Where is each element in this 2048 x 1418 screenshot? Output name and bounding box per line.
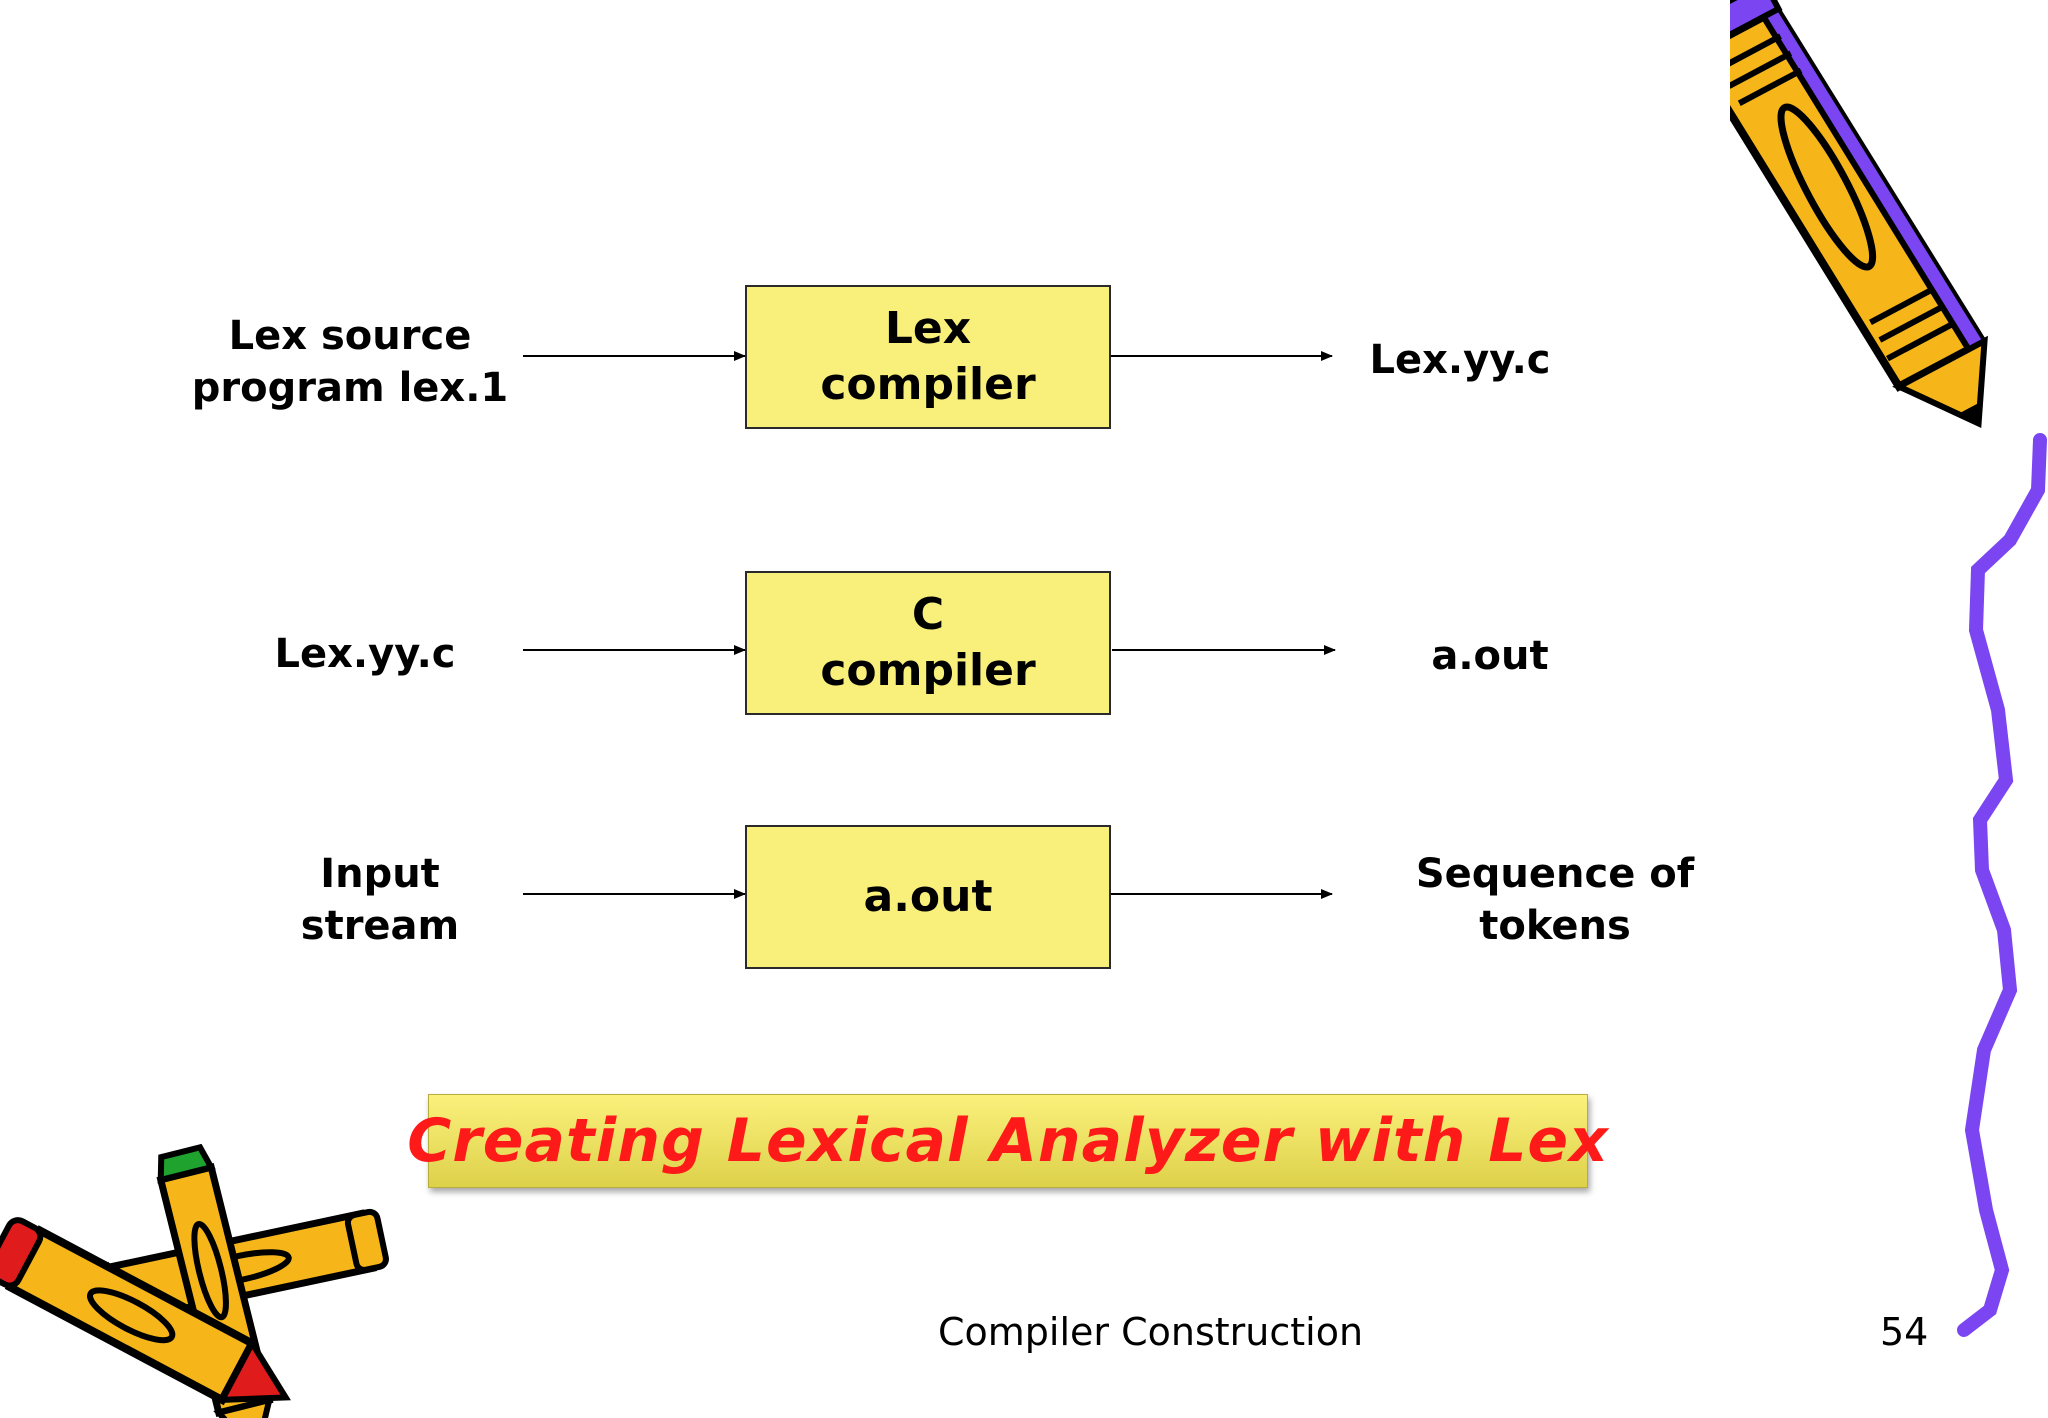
- page-number: 54: [1880, 1310, 1929, 1354]
- squiggle-right-edge-icon: [1957, 433, 2047, 1337]
- a-out-box: a.out: [745, 825, 1111, 969]
- row1-input-line: Lex source: [228, 313, 472, 359]
- pencil-top-right-icon: [1730, 0, 1988, 429]
- box-line: compiler: [820, 359, 1036, 410]
- box-line: Lex: [884, 303, 972, 354]
- box-line: a.out: [863, 871, 993, 922]
- row2-input-line: Lex.yy.c: [274, 631, 456, 677]
- row2-input-label: Lex.yy.c: [260, 628, 470, 680]
- lex-compiler-box: Lex compiler: [745, 285, 1111, 429]
- title-banner: Creating Lexical Analyzer with Lex: [407, 1094, 1608, 1188]
- row3-output-line: tokens: [1479, 903, 1631, 949]
- row3-output-label: Sequence of tokens: [1410, 848, 1700, 952]
- row3-input-line: stream: [300, 903, 460, 949]
- footer-title: Compiler Construction: [938, 1310, 1364, 1354]
- row1-input-line: program lex.1: [191, 365, 509, 411]
- row1-output-line: Lex.yy.c: [1369, 337, 1551, 383]
- row1-input-label: Lex source program lex.1: [180, 310, 520, 414]
- pencils-bottom-left-icon: [0, 1143, 389, 1418]
- c-compiler-box: C compiler: [745, 571, 1111, 715]
- row3-input-label: Input stream: [290, 848, 470, 952]
- row3-input-line: Input: [320, 851, 440, 897]
- row2-output-line: a.out: [1431, 633, 1549, 679]
- row3-output-line: Sequence of: [1415, 851, 1695, 897]
- box-line: C: [911, 589, 945, 640]
- row2-output-label: a.out: [1410, 630, 1570, 682]
- row1-output-label: Lex.yy.c: [1340, 334, 1580, 386]
- box-line: compiler: [820, 645, 1036, 696]
- slide-title: Creating Lexical Analyzer with Lex: [407, 1106, 1609, 1176]
